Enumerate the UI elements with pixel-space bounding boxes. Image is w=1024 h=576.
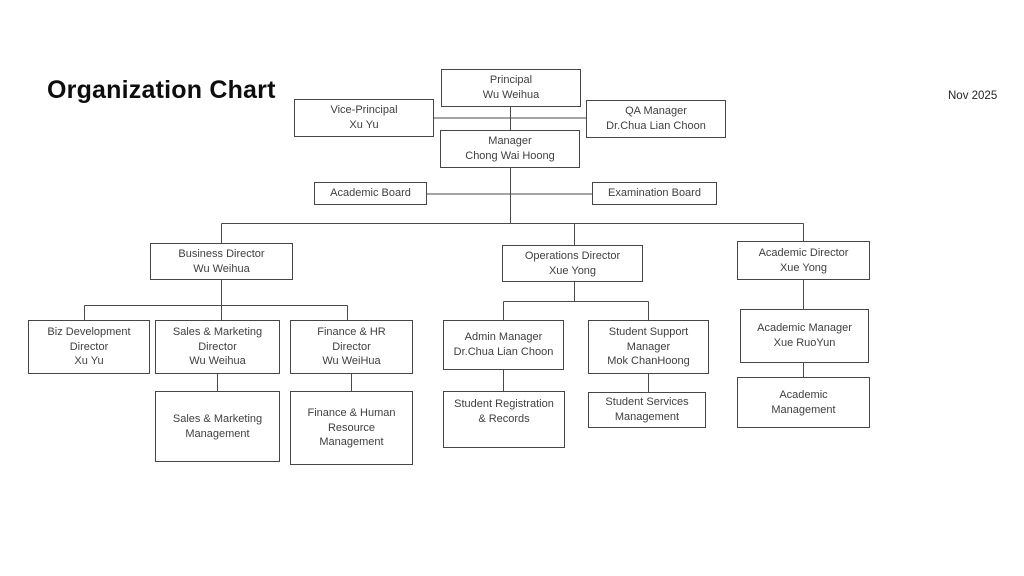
node-qa-manager: QA Manager Dr.Chua Lian Choon [586,100,726,138]
node-biz-development-director-label: Biz Development Director Xu Yu [47,326,131,368]
node-admin-manager-label: Admin Manager Dr.Chua Lian Choon [453,331,554,358]
date-label: Nov 2025 [948,90,998,102]
node-academic-director-label: Academic Director Xue Yong [758,246,849,274]
node-examination-board-label: Examination Board [608,187,701,200]
node-qa-manager-label: QA Manager Dr.Chua Lian Choon [606,105,706,132]
node-operations-director-label: Operations Director Xue Yong [524,249,621,277]
node-student-registration-records-label: Student Registration & Records [454,398,554,425]
node-principal: Principal Wu Weihua [441,69,581,107]
node-sales-marketing-director-label: Sales & Marketing Director Wu Weihua [172,326,263,368]
node-finance-hr-management: Finance & Human Resource Management [290,391,413,465]
node-student-services-management: Student Services Management [588,392,706,428]
node-operations-director: Operations Director Xue Yong [502,245,643,282]
node-biz-development-director: Biz Development Director Xu Yu [28,320,150,374]
node-academic-management-label: Academic Management [771,388,836,416]
node-sales-marketing-director: Sales & Marketing Director Wu Weihua [155,320,280,374]
node-business-director-label: Business Director Wu Weihua [178,247,265,275]
node-vice-principal-label: Vice-Principal Xu Yu [330,104,398,131]
node-academic-board: Academic Board [314,182,427,205]
node-sales-marketing-management-label: Sales & Marketing Management [172,412,263,440]
node-student-services-management-label: Student Services Management [605,396,689,423]
node-finance-hr-director-label: Finance & HR Director Wu WeiHua [317,326,386,368]
node-sales-marketing-management: Sales & Marketing Management [155,391,280,462]
node-finance-hr-management-label: Finance & Human Resource Management [307,407,396,449]
page-title: Organization Chart [47,76,276,104]
node-academic-board-label: Academic Board [330,187,411,200]
node-academic-director: Academic Director Xue Yong [737,241,870,280]
node-finance-hr-director: Finance & HR Director Wu WeiHua [290,320,413,374]
node-examination-board: Examination Board [592,182,717,205]
node-vice-principal: Vice-Principal Xu Yu [294,99,434,137]
node-manager: Manager Chong Wai Hoong [440,130,580,168]
node-academic-management: Academic Management [737,377,870,428]
node-academic-manager-label: Academic Manager Xue RuoYun [757,322,852,349]
node-principal-label: Principal Wu Weihua [482,74,540,101]
node-student-registration-records: Student Registration & Records [443,391,565,448]
node-student-support-manager: Student Support Manager Mok ChanHoong [588,320,709,374]
node-academic-manager: Academic Manager Xue RuoYun [740,309,869,363]
node-admin-manager: Admin Manager Dr.Chua Lian Choon [443,320,564,370]
node-business-director: Business Director Wu Weihua [150,243,293,280]
node-manager-label: Manager Chong Wai Hoong [465,135,555,162]
node-student-support-manager-label: Student Support Manager Mok ChanHoong [607,326,690,368]
